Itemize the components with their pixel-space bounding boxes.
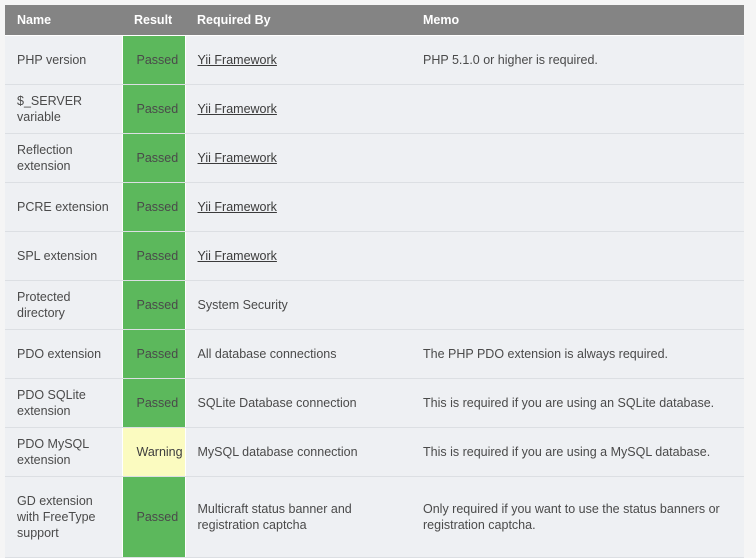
cell-required-by: SQLite Database connection (185, 378, 411, 428)
required-by-text: SQLite Database connection (197, 396, 357, 410)
required-by-text: MySQL database connection (197, 445, 358, 459)
cell-requirement-name: PDO extension (5, 329, 122, 379)
cell-required-by[interactable]: Yii Framework (185, 231, 411, 281)
status-badge: Passed (121, 476, 186, 558)
table-row: PDO MySQL extension Warning MySQL database… (5, 427, 744, 477)
cell-required-by[interactable]: Yii Framework (185, 35, 411, 85)
cell-requirement-name: PHP version (5, 35, 122, 85)
cell-memo: The PHP PDO extension is always required… (411, 329, 744, 379)
cell-memo (411, 84, 744, 134)
cell-memo: This is required if you are using an SQL… (411, 378, 744, 428)
status-badge-label: Passed (136, 347, 179, 361)
status-badge-label: Passed (136, 249, 179, 263)
cell-required-by[interactable]: Yii Framework (185, 84, 411, 134)
status-badge-label: Passed (136, 200, 179, 214)
cell-required-by: MySQL database connection (185, 427, 411, 477)
required-by-link[interactable]: Yii Framework (197, 102, 277, 116)
required-by-link[interactable]: Yii Framework (197, 249, 277, 263)
table-row: Protected directory Passed System Security (5, 280, 744, 330)
required-by-text: Multicraft status banner and registratio… (197, 502, 352, 532)
status-badge-label: Warning (136, 445, 183, 459)
status-badge: Passed (121, 84, 186, 134)
cell-requirement-name: PDO SQLite extension (5, 378, 122, 428)
table-header-row: Name Result Required By Memo (5, 5, 744, 36)
cell-requirement-name: SPL extension (5, 231, 122, 281)
table-row: PDO extension Passed All database connecti… (5, 329, 744, 379)
cell-memo (411, 133, 744, 183)
cell-requirement-name: PCRE extension (5, 182, 122, 232)
cell-required-by: All database connections (185, 329, 411, 379)
table-row: PHP version Passed Yii Framework PHP 5.1.0 … (5, 35, 744, 85)
required-by-text: System Security (197, 298, 288, 312)
table-row: PCRE extension Passed Yii Framework (5, 182, 744, 232)
cell-memo (411, 280, 744, 330)
status-badge: Passed (121, 35, 186, 85)
table-header: Name Result Required By Memo (5, 5, 744, 36)
cell-memo (411, 231, 744, 281)
status-badge-label: Passed (136, 102, 179, 116)
cell-required-by[interactable]: Yii Framework (185, 182, 411, 232)
cell-requirement-name: PDO MySQL extension (5, 427, 122, 477)
cell-requirement-name: GD extension with FreeType support (5, 476, 122, 558)
required-by-text: All database connections (197, 347, 337, 361)
status-badge-label: Passed (136, 298, 179, 312)
status-badge: Passed (121, 280, 186, 330)
table-row: $_SERVER variable Passed Yii Framework (5, 84, 744, 134)
status-badge: Warning (121, 427, 186, 477)
status-badge: Passed (121, 182, 186, 232)
status-badge: Passed (121, 133, 186, 183)
cell-required-by[interactable]: Yii Framework (185, 133, 411, 183)
cell-required-by: Multicraft status banner and registratio… (185, 476, 411, 558)
table-row: SPL extension Passed Yii Framework (5, 231, 744, 281)
cell-required-by: System Security (185, 280, 411, 330)
status-badge-label: Passed (136, 510, 179, 524)
table-row: PDO SQLite extension Passed SQLite Databas… (5, 378, 744, 428)
table-row: GD extension with FreeType support Passed… (5, 476, 744, 558)
cell-memo (411, 182, 744, 232)
cell-memo: PHP 5.1.0 or higher is required. (411, 35, 744, 85)
column-header-memo: Memo (411, 5, 744, 36)
required-by-link[interactable]: Yii Framework (197, 151, 277, 165)
status-badge-label: Passed (136, 396, 179, 410)
status-badge: Passed (121, 378, 186, 428)
column-header-required-by: Required By (185, 5, 411, 36)
cell-requirement-name: Reflection extension (5, 133, 122, 183)
status-badge-label: Passed (136, 53, 179, 67)
cell-requirement-name: $_SERVER variable (5, 84, 122, 134)
cell-memo: Only required if you want to use the sta… (411, 476, 744, 558)
cell-memo: This is required if you are using a MySQ… (411, 427, 744, 477)
required-by-link[interactable]: Yii Framework (197, 200, 277, 214)
required-by-link[interactable]: Yii Framework (197, 53, 277, 67)
column-header-name: Name (5, 5, 122, 36)
requirements-checker-panel: Name Result Required By Memo PHP version… (5, 5, 744, 558)
column-header-result: Result (122, 5, 185, 36)
cell-requirement-name: Protected directory (5, 280, 122, 330)
status-badge-label: Passed (136, 151, 179, 165)
requirements-table: Name Result Required By Memo PHP version… (5, 5, 744, 558)
status-badge: Passed (121, 231, 186, 281)
status-badge: Passed (121, 329, 186, 379)
table-row: Reflection extension Passed Yii Framework (5, 133, 744, 183)
